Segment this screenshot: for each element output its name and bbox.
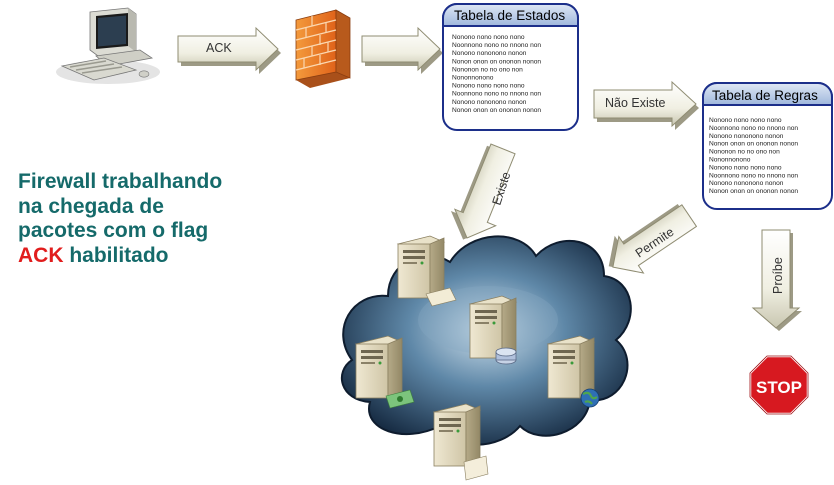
server-globe-icon <box>547 335 600 408</box>
state_table-line: Nonono nononono nonon <box>452 50 527 57</box>
permite-arrow <box>608 204 698 274</box>
stop-sign-label: STOP <box>756 378 802 397</box>
rules_table-line: Nonono nono nono nono <box>709 164 782 171</box>
rules_table-line: Noonnono nono no nnono non <box>709 172 798 179</box>
heading-line-1: Firewall trabalhando <box>18 170 223 193</box>
rules-table: Tabela de Regras Nonono nono nono nonoNo… <box>702 82 833 210</box>
state_table-line: Nonono nononono nonon <box>452 99 527 106</box>
heading-line-4-rest: habilitado <box>63 243 169 267</box>
heading-line-4: ACK habilitado <box>18 244 278 269</box>
diagram-heading: Firewall trabalhando na chegada de pacot… <box>18 170 278 268</box>
state_table-line: Nononnonono <box>452 75 494 82</box>
state_table-line: Nonono nono nono nono <box>452 83 525 90</box>
rules_table-line: Nonono nono nono nono <box>709 117 782 124</box>
state_table-line: Nonono nono nono nono <box>452 34 525 41</box>
state_table-line: Nonon onon on ononon nonon <box>452 58 541 65</box>
state_table-line: Noonnono nono no nnono non <box>452 91 541 98</box>
rules_table-line: Nononon no no ono non <box>709 149 780 156</box>
computer-icon <box>56 7 160 84</box>
ack-highlight: ACK <box>18 243 64 267</box>
rules_table-line: Nonon onon on ononon nonon <box>709 188 798 195</box>
rules_table-line: Nonono nononono nonon <box>709 180 784 187</box>
state_table-line: Noonnono nono no nnono non <box>452 42 541 49</box>
existe-arrow <box>450 143 516 240</box>
rules_table-line: Nonon onon on ononon nonon <box>709 141 798 148</box>
state-table: Tabela de Estados Nonono nono nono nonoN… <box>442 3 579 131</box>
server-left-icon <box>355 335 415 409</box>
firewall-icon <box>295 9 351 88</box>
state_table-line: Nonon onon on ononon nonon <box>452 107 541 114</box>
ack-arrow: ACK <box>177 26 281 74</box>
ack-arrow-label: ACK <box>206 41 232 55</box>
firewall-to-state-arrow <box>361 26 443 74</box>
rules-table-title: Tabela de Regras <box>712 88 818 103</box>
nao-existe-label: Não Existe <box>605 96 665 110</box>
heading-line-2: na chegada de <box>18 194 164 218</box>
rules_table-line: Nononnonono <box>709 157 751 164</box>
server-bottom-icon <box>433 403 489 481</box>
stop-sign-icon: STOP <box>748 354 810 416</box>
state-table-title: Tabela de Estados <box>454 8 565 23</box>
rules_table-line: Nonono nononono nonon <box>709 133 784 140</box>
proibe-arrow <box>751 229 802 331</box>
rules_table-line: Noonnono nono no nnono non <box>709 125 798 132</box>
nao-existe-arrow: Não Existe <box>593 80 699 130</box>
server-top-left-icon <box>397 235 457 307</box>
server-database-icon <box>469 295 517 365</box>
state_table-line: Nononon no no ono non <box>452 66 523 73</box>
proibe-label: Proíbe <box>771 257 785 294</box>
heading-line-3: pacotes com o flag <box>18 219 209 242</box>
